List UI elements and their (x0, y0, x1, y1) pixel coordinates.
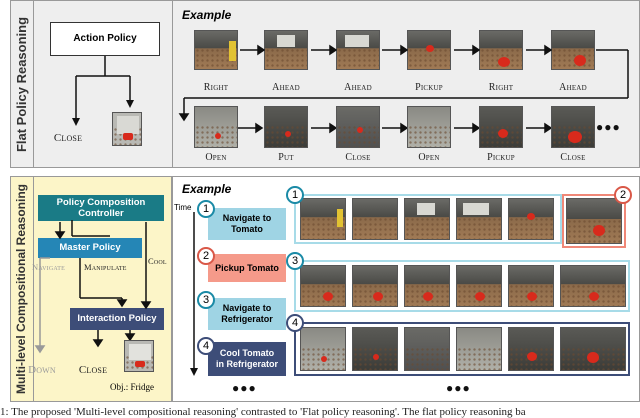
row2-frame-put (264, 106, 308, 148)
top-example-label: Example (182, 8, 232, 22)
subgoal-navigate-tomato-box: Navigate to Tomato (208, 208, 286, 240)
group-4-badge: 4 (286, 314, 304, 332)
g4-frame-3 (404, 327, 450, 371)
time-axis (190, 212, 198, 376)
frames-group-1 (294, 194, 562, 244)
navigate-label: Navigate (32, 262, 65, 272)
g1-frame-1 (300, 198, 346, 240)
g3-frame-4 (456, 265, 502, 307)
frames-group-3 (294, 260, 630, 312)
subgoal-3-badge: 3 (197, 291, 215, 309)
top-flow-arrows (178, 44, 629, 134)
row1-frame-ahead-1 (264, 30, 308, 70)
bottom-example-label: Example (182, 182, 232, 196)
g3-frame-1 (300, 265, 346, 307)
frames-more-dots: ●●● (446, 381, 471, 395)
row2-action-2: Close (345, 152, 371, 163)
interaction-policy-box: Interaction Policy (70, 308, 164, 330)
subgoal-pickup-tomato-box: Pickup Tomato (208, 254, 286, 282)
compositional-divider (172, 176, 173, 402)
row2-frame-pickup (479, 106, 523, 148)
figure-caption: 1: The proposed 'Multi-level composition… (0, 406, 526, 418)
cool-label: Cool (148, 256, 167, 266)
row1-frame-pickup (407, 30, 451, 70)
subgoal-4-badge: 4 (197, 337, 215, 355)
g3-frame-2 (352, 265, 398, 307)
row2-frame-close-2 (551, 106, 595, 148)
g1-frame-2 (352, 198, 398, 240)
compositional-side-title: Multi-level Compositional Reasoning (10, 176, 34, 402)
row2-action-3: Open (418, 152, 440, 163)
master-policy-box: Master Policy (38, 238, 142, 258)
row2-action-0: Open (205, 152, 227, 163)
row2-frame-close (336, 106, 380, 148)
time-label: Time (174, 203, 192, 212)
row1-action-0: Right (203, 82, 229, 93)
flat-policy-arrows (72, 56, 134, 126)
group-1-badge: 1 (286, 186, 304, 204)
row1-action-2: Ahead (344, 82, 372, 93)
compositional-arrows (34, 220, 152, 354)
group-2-badge: 2 (614, 186, 632, 204)
compositional-fridge-thumbnail (124, 340, 154, 372)
flat-fridge-thumbnail (112, 112, 142, 146)
row1-action-3: Pickup (415, 82, 443, 93)
policy-composition-controller-box: Policy Composition Controller (38, 195, 164, 221)
flat-policy-side-title: Flat Policy Reasoning (10, 0, 34, 168)
g4-frame-1 (300, 327, 346, 371)
g1-frame-4 (456, 198, 502, 240)
row1-action-5: Ahead (559, 82, 587, 93)
subgoal-navigate-fridge-box: Navigate to Refrigerator (208, 298, 286, 330)
row1-frame-right (194, 30, 238, 70)
g4-frame-5 (508, 327, 554, 371)
g4-frame-4 (456, 327, 502, 371)
g4-frame-6 (560, 327, 626, 371)
row1-frame-ahead-2 (336, 30, 380, 70)
subgoal-cool-tomato-box: Cool Tomato in Refrigerator (208, 342, 286, 376)
g1-frame-5 (508, 198, 554, 240)
row1-action-4: Right (488, 82, 514, 93)
subgoal-2-badge: 2 (197, 247, 215, 265)
action-policy-box: Action Policy (50, 22, 160, 56)
row2-action-5: Close (560, 152, 586, 163)
down-label: Down (28, 364, 56, 376)
row1-frame-ahead-3 (551, 30, 595, 70)
g2-frame-1 (566, 198, 622, 244)
top-more-dots: ●●● (596, 120, 621, 134)
flat-divider (172, 0, 173, 168)
g4-frame-2 (352, 327, 398, 371)
g3-frame-3 (404, 265, 450, 307)
compositional-close-label: Close (78, 364, 108, 376)
flat-close-label: Close (53, 132, 83, 144)
row2-frame-open-2 (407, 106, 451, 148)
subgoal-1-badge: 1 (197, 200, 215, 218)
subgoal-more-dots: ●●● (232, 381, 257, 395)
g3-frame-5 (508, 265, 554, 307)
frames-group-4 (294, 322, 630, 376)
row2-action-4: Pickup (487, 152, 515, 163)
group-3-badge: 3 (286, 252, 304, 270)
row2-action-1: Put (278, 152, 294, 163)
frames-group-2 (562, 194, 626, 248)
g1-frame-3 (404, 198, 450, 240)
row2-frame-open (194, 106, 238, 148)
object-fridge-label: Obj.: Fridge (110, 382, 154, 392)
row1-action-1: Ahead (272, 82, 300, 93)
g3-frame-6 (560, 265, 626, 307)
manipulate-label: Manipulate (84, 262, 127, 272)
